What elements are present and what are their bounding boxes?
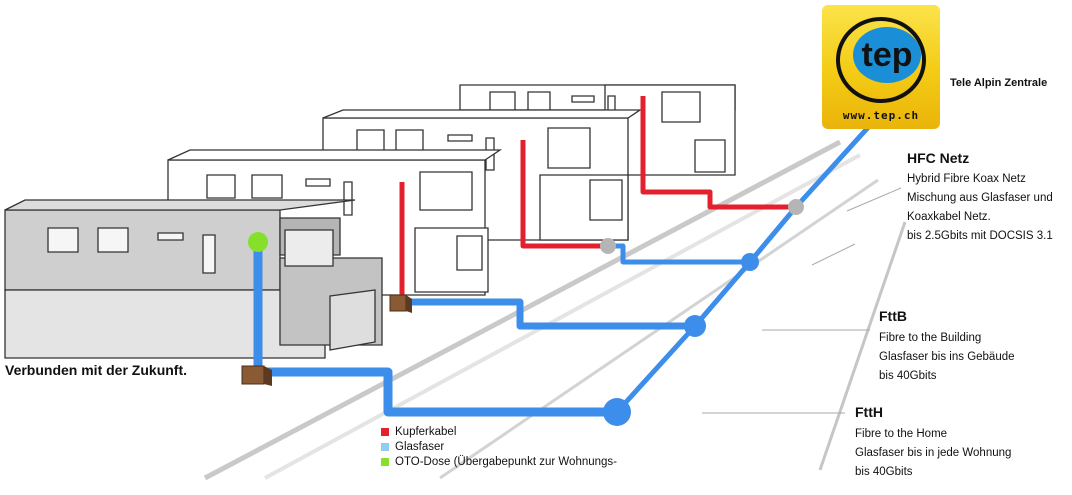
legend-label: Kupferkabel xyxy=(395,426,457,438)
fiber-fttb xyxy=(404,298,695,330)
fttb-line: bis 40Gbits xyxy=(879,370,937,382)
oto-outlet xyxy=(248,232,268,252)
hfc-line: Koaxkabel Netz. xyxy=(907,211,991,223)
legend-swatch-copper xyxy=(381,427,389,436)
legend-item-oto: OTO-Dose (Übergabepunkt zur Wohnungs- xyxy=(381,456,617,472)
house-1 xyxy=(4,199,383,359)
leader-line xyxy=(846,187,902,212)
junction-fttb xyxy=(684,315,706,337)
ftth-line: Glasfaser bis in jede Wohnung xyxy=(855,447,1012,459)
fttb-title: FttB xyxy=(879,308,907,324)
leader-line xyxy=(811,243,856,266)
legend-label: Glasfaser xyxy=(395,441,445,453)
copper-cables xyxy=(399,96,796,298)
fttb-line: Glasfaser bis ins Gebäude xyxy=(879,351,1015,363)
building-box-house-1 xyxy=(241,365,272,386)
junction-ftth xyxy=(603,398,631,426)
legend-item-fiber: Glasfaser xyxy=(381,441,444,457)
house-4 xyxy=(459,84,736,176)
tep-logo-mark: tep xyxy=(836,17,926,103)
ftth-line: Fibre to the Home xyxy=(855,428,948,440)
legend-swatch-fiber xyxy=(381,442,389,451)
central-label: Tele Alpin Zentrale xyxy=(950,77,1048,89)
building-box-house-2 xyxy=(389,294,412,313)
tep-logo: tep www.tep.ch xyxy=(822,5,940,129)
coax-node-house-3 xyxy=(600,238,616,254)
junction-hfc xyxy=(741,253,759,271)
hfc-line: Hybrid Fibre Koax Netz xyxy=(907,173,1026,185)
logo-url: www.tep.ch xyxy=(842,109,920,122)
hfc-title: HFC Netz xyxy=(907,150,970,166)
legend-label: OTO-Dose (Übergabepunkt zur Wohnungs- xyxy=(395,456,618,468)
ftth-title: FttH xyxy=(855,404,883,420)
copper-cable-house-4 xyxy=(640,96,796,210)
slogan: Verbunden mit der Zukunft. xyxy=(5,362,188,378)
hfc-line: Mischung aus Glasfaser und xyxy=(907,192,1053,204)
hfc-line: bis 2.5Gbits mit DOCSIS 3.1 xyxy=(907,230,1053,242)
copper-cable-house-3 xyxy=(520,140,608,249)
logo-text: tep xyxy=(862,36,913,74)
fttb-line: Fibre to the Building xyxy=(879,332,982,344)
road-line xyxy=(818,221,907,471)
coax-node-house-4 xyxy=(788,199,804,215)
fiber-ftth xyxy=(253,243,617,417)
ftth-line: bis 40Gbits xyxy=(855,466,913,478)
legend-swatch-oto xyxy=(381,457,389,466)
legend-item-copper: Kupferkabel xyxy=(381,426,456,442)
